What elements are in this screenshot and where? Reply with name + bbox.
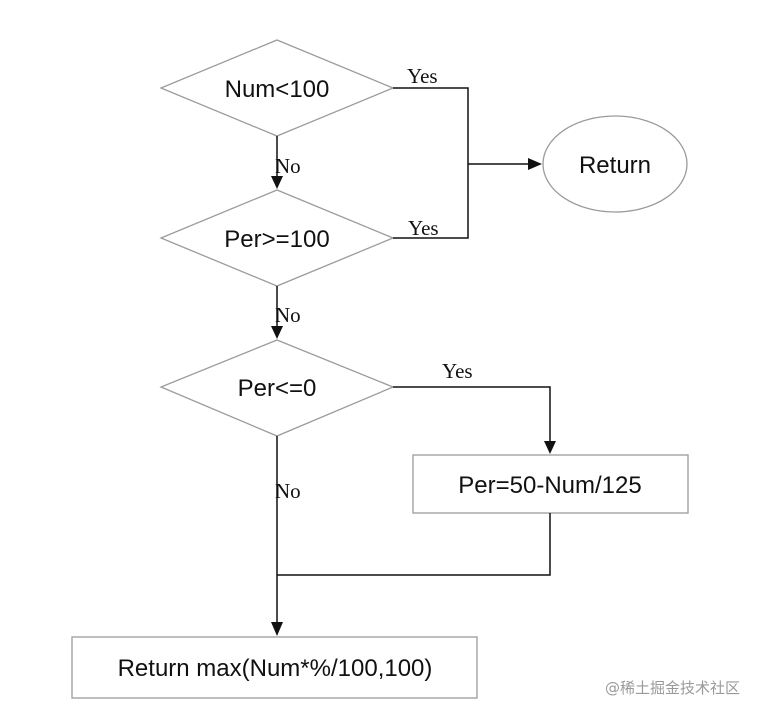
edge-per-ge-no	[271, 286, 283, 339]
arrowhead	[271, 326, 283, 339]
arrowhead	[271, 622, 283, 636]
decision-per-greater-equal-100: Per>=100	[159, 189, 395, 287]
arrowhead	[271, 176, 283, 189]
arrowhead	[528, 158, 542, 170]
terminal-label: Return	[579, 152, 651, 179]
edge-label-yes: Yes	[442, 359, 473, 383]
connector-line	[393, 386, 551, 443]
terminal-ellipse	[542, 115, 688, 213]
edge-per-le-no-and-merge	[271, 436, 551, 636]
decision-num-less-100: Num<100	[159, 39, 395, 137]
edge-num-no	[271, 136, 283, 189]
decision-label: Per<=0	[238, 375, 317, 402]
arrowhead	[544, 441, 556, 454]
edge-label-no: No	[275, 479, 301, 503]
edge-label-yes: Yes	[407, 64, 438, 88]
edge-yes-to-return	[393, 87, 542, 239]
edge-label-no: No	[275, 154, 301, 178]
decision-label: Num<100	[225, 76, 330, 103]
process-per-calculation: Per=50-Num/125	[412, 454, 689, 514]
watermark: @稀土掘金技术社区	[605, 679, 740, 697]
edge-label-yes: Yes	[408, 216, 439, 240]
process-box	[412, 454, 689, 514]
connector-line	[277, 513, 551, 576]
process-label: Return max(Num*%/100,100)	[118, 655, 433, 682]
terminal-return: Return	[542, 115, 688, 213]
process-label: Per=50-Num/125	[458, 472, 641, 499]
decision-per-less-equal-0: Per<=0	[159, 339, 395, 437]
process-box	[71, 636, 478, 699]
decision-label: Per>=100	[224, 226, 329, 253]
edge-label-no: No	[275, 303, 301, 327]
connector-line	[393, 87, 469, 239]
edge-per-le-yes	[393, 386, 556, 454]
process-return-max: Return max(Num*%/100,100)	[71, 636, 478, 699]
